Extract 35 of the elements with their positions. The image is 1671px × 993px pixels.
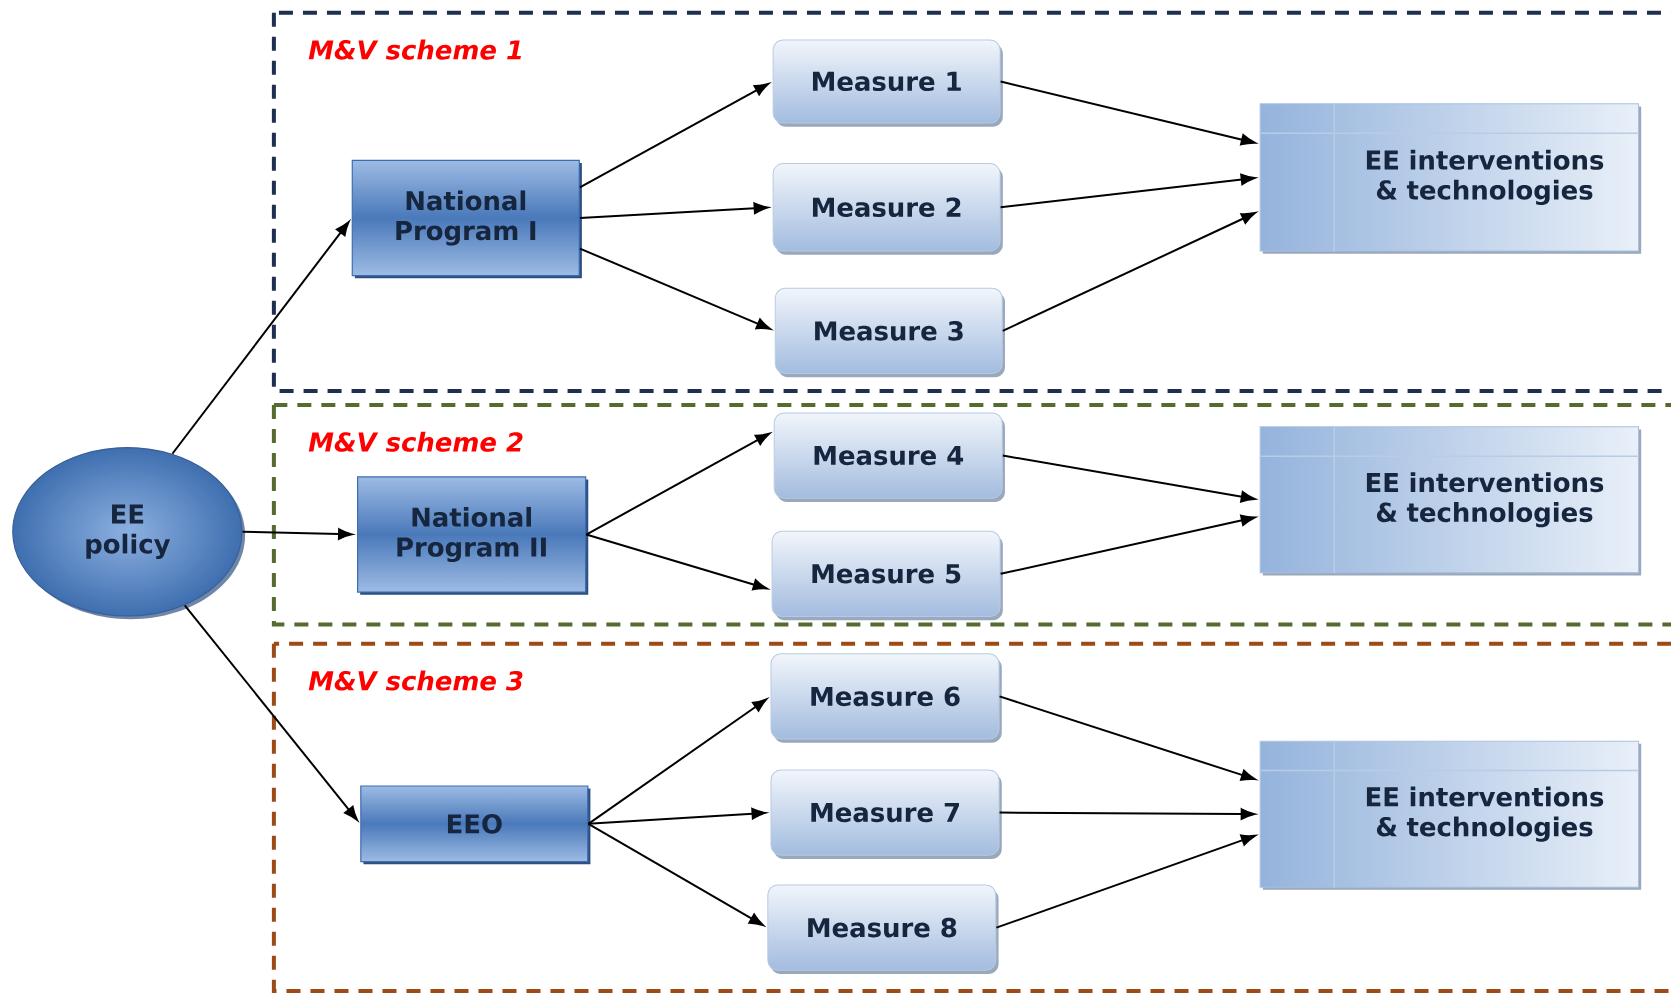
scheme-heading: M&V scheme 1 bbox=[308, 39, 521, 60]
program-box: EEO bbox=[360, 785, 591, 865]
arrow bbox=[998, 695, 1256, 781]
scheme-heading: M&V scheme 3 bbox=[308, 670, 523, 691]
dashed-group-frame bbox=[271, 402, 1671, 627]
measure-box: Measure 1 bbox=[772, 39, 1003, 127]
interventions-box: EE interventions & technologies bbox=[1258, 739, 1642, 890]
arrow bbox=[171, 221, 350, 455]
program-box: National Program II bbox=[357, 476, 589, 595]
measure-box: Measure 5 bbox=[771, 530, 1003, 621]
program-box: National Program I bbox=[351, 159, 582, 279]
measure-box: Measure 3 bbox=[774, 287, 1005, 378]
arrow bbox=[999, 80, 1256, 146]
interventions-box: EE interventions & technologies bbox=[1258, 102, 1642, 254]
arrow bbox=[587, 807, 767, 825]
arrow bbox=[578, 247, 771, 330]
interventions-box: EE interventions & technologies bbox=[1258, 425, 1642, 576]
arrow bbox=[999, 514, 1256, 575]
arrow bbox=[585, 432, 771, 536]
measure-box: Measure 6 bbox=[770, 653, 1002, 743]
arrow bbox=[1001, 454, 1256, 503]
measure-box: Measure 7 bbox=[770, 769, 1002, 859]
dashed-group-frame bbox=[271, 641, 1671, 993]
arrow bbox=[585, 533, 768, 591]
arrow bbox=[183, 604, 358, 821]
arrow bbox=[587, 698, 768, 825]
arrow bbox=[578, 202, 769, 219]
measure-box: Measure 2 bbox=[772, 163, 1003, 255]
arrow bbox=[998, 808, 1256, 820]
scheme-heading: M&V scheme 2 bbox=[308, 431, 523, 452]
measure-box: Measure 8 bbox=[767, 884, 999, 975]
arrow bbox=[1001, 212, 1256, 332]
arrow bbox=[578, 83, 769, 189]
arrow bbox=[587, 822, 764, 926]
measure-box: Measure 4 bbox=[773, 412, 1005, 502]
